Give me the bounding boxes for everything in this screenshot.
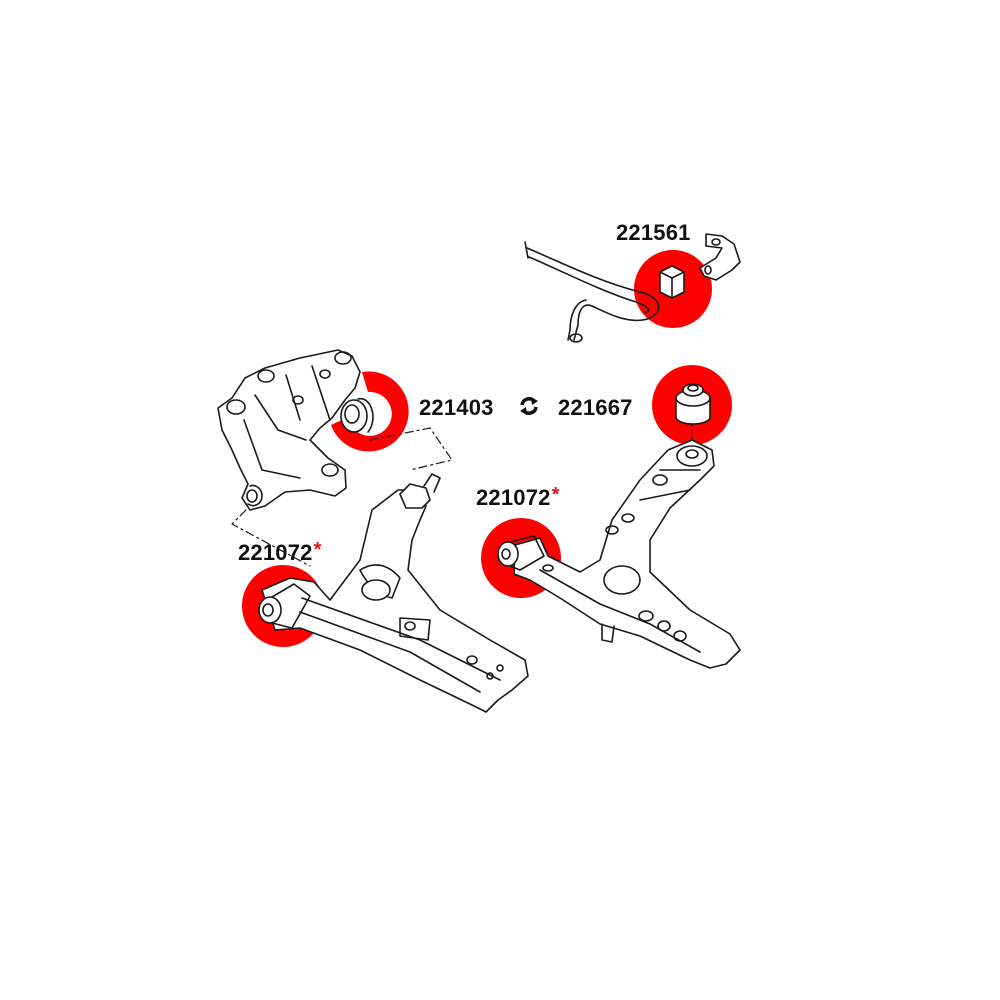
- part-number: 221561: [616, 220, 691, 245]
- part-number: 221072: [476, 485, 551, 510]
- sway-bar: [524, 233, 741, 343]
- part-number: 221403: [419, 395, 494, 420]
- alternative-swap-icon: [520, 397, 538, 415]
- part-label-221072-right: 221072*: [476, 484, 560, 511]
- asterisk-note-marker: *: [551, 484, 560, 506]
- part-number: 221667: [558, 395, 633, 420]
- asterisk-note-marker: *: [313, 539, 322, 561]
- part-number: 221072: [238, 540, 313, 565]
- control-arm-left: [258, 473, 529, 713]
- part-label-221403: 221403: [419, 395, 494, 421]
- control-arm-right: [497, 383, 741, 669]
- part-label-221561: 221561: [616, 220, 691, 246]
- part-label-221667: 221667: [558, 395, 633, 421]
- part-label-221072-left: 221072*: [238, 539, 322, 566]
- rear-mount-bracket: [217, 349, 374, 511]
